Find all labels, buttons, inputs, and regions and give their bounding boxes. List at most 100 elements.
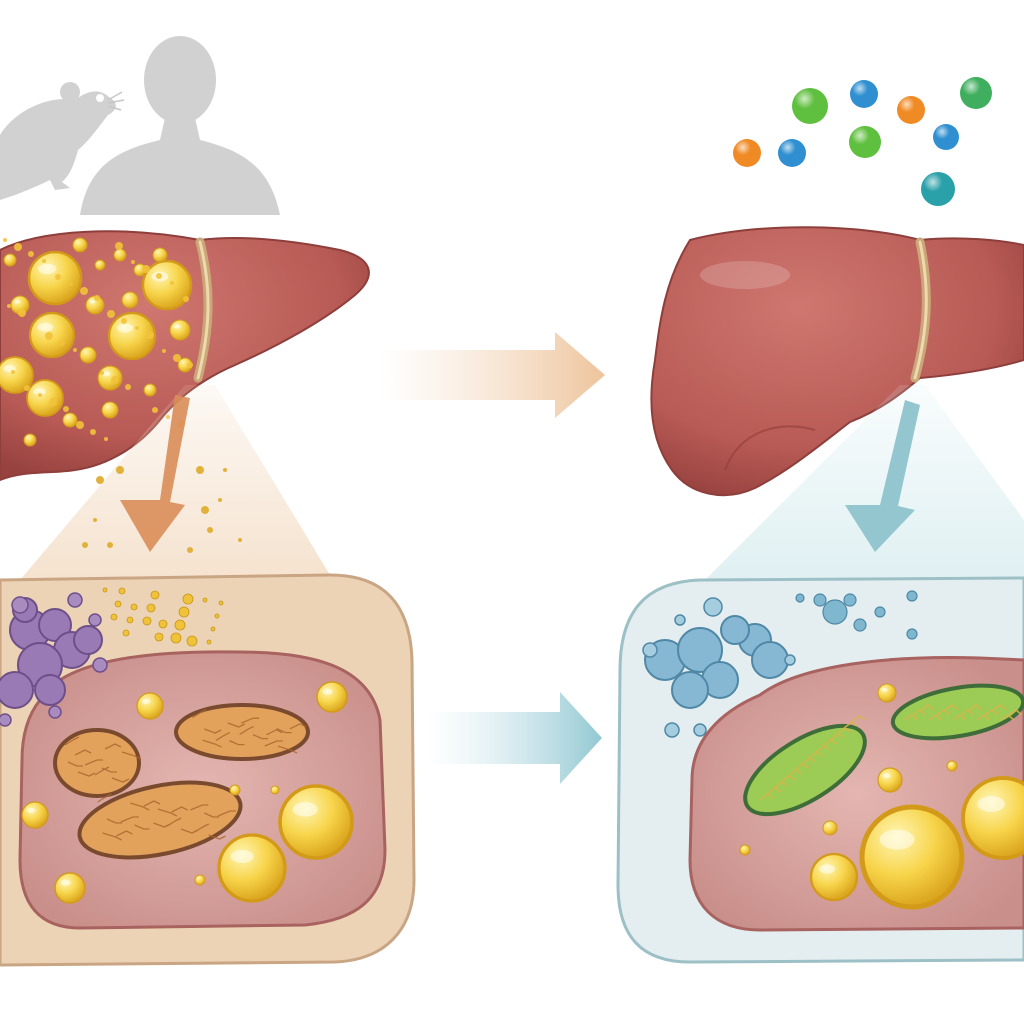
fat-speck (207, 527, 213, 533)
aggregate-blob (0, 671, 34, 709)
cristae-crack (192, 709, 207, 719)
fat-speck (45, 332, 53, 340)
fat-speck (130, 603, 138, 611)
lipid-droplets (21, 681, 354, 904)
cristae-crack (208, 834, 226, 840)
aggregate-blob (751, 641, 789, 679)
fat-highlight (102, 371, 111, 377)
fat-speck (182, 593, 194, 605)
healthy-mitochondria (743, 683, 1024, 817)
fat-speck (69, 282, 73, 286)
cristae-crack (111, 777, 130, 783)
cristae-crack (157, 808, 178, 817)
aggregate-bead (693, 723, 707, 737)
fat-droplet (27, 250, 83, 306)
fat-speck (146, 603, 156, 613)
aggregate-bead (874, 606, 886, 618)
molecule-shine (933, 124, 959, 150)
cristae-crack (64, 736, 80, 746)
fat-highlight (977, 796, 1005, 812)
fat-speck (94, 295, 100, 301)
cristae-line (936, 709, 951, 716)
fat-speck (76, 421, 84, 429)
cristae-crack (289, 723, 307, 730)
fat-speck (102, 587, 108, 593)
fat-particles (82, 466, 242, 553)
fat-droplet (23, 433, 37, 447)
fat-droplet (79, 346, 97, 364)
cristae-crack (252, 734, 268, 740)
lipid-droplets-right (739, 683, 1024, 910)
cristae-crack (67, 761, 83, 767)
fat-speck (170, 632, 182, 644)
aggregate-bead (853, 618, 867, 632)
therapeutic-molecules (733, 77, 992, 206)
steatotic-hepatocyte (0, 573, 416, 967)
fat-speck (158, 619, 168, 629)
cristae-crack (106, 818, 122, 824)
fat-highlight (89, 300, 96, 304)
fat-speck (121, 318, 127, 324)
fat-speck (202, 597, 208, 603)
cristae-crack (94, 766, 110, 776)
fat-speck (156, 273, 162, 279)
cristae-crack (266, 729, 283, 736)
fat-speck (63, 406, 69, 412)
fat-speck (210, 626, 216, 632)
fat-highlight (879, 829, 915, 850)
fat-droplet (270, 785, 280, 795)
fat-speck (125, 384, 131, 390)
fat-droplet (877, 767, 903, 793)
cristae-crack (276, 728, 292, 734)
fat-highlight (819, 864, 836, 874)
fat-droplet (278, 784, 354, 860)
cristae-line (968, 704, 983, 711)
fat-speck (42, 259, 46, 263)
mouse-icon (0, 82, 125, 200)
fat-speck (170, 281, 174, 285)
left-zoom-cone (20, 385, 330, 580)
fat-speck (135, 326, 139, 330)
aggregate-bead (906, 590, 918, 602)
fat-droplet (143, 383, 157, 397)
cristae-line (944, 704, 959, 711)
cristae-crack (121, 751, 142, 760)
fat-speck (107, 310, 115, 318)
fat-highlight (60, 879, 71, 886)
fat-speck (73, 348, 77, 352)
aggregate-blob (677, 627, 723, 673)
aggregate-bead (11, 596, 29, 614)
bottom-transition-arrow (425, 692, 602, 784)
fat-speck (218, 600, 224, 606)
fat-speck (118, 587, 126, 595)
aggregate-bead (843, 593, 857, 607)
fat-speck (90, 429, 96, 435)
cristae-crack (77, 771, 96, 777)
cristae-crack (239, 725, 254, 735)
fat-droplet (21, 801, 49, 829)
fat-speck (186, 635, 198, 647)
fat-speck (104, 437, 108, 441)
cristae-crack (74, 749, 92, 756)
molecule-shine (850, 80, 878, 108)
fat-speck (24, 385, 30, 391)
molecule-shine (792, 88, 828, 124)
aggregate-bead (67, 592, 83, 608)
fat-speck (82, 542, 88, 548)
fat-speck (162, 349, 166, 353)
fat-droplet (3, 253, 17, 267)
fat-speck (178, 606, 190, 618)
fat-speck (80, 287, 88, 295)
fat-droplet (946, 760, 958, 772)
liver-fat-droplets (0, 237, 193, 447)
cristae-line (912, 709, 927, 716)
fat-speck (111, 376, 119, 384)
fat-speck (28, 251, 34, 257)
fat-highlight (881, 688, 888, 692)
fat-speck (96, 476, 104, 484)
fat-speck (238, 538, 242, 542)
fat-droplet (961, 776, 1024, 860)
fat-droplet (229, 784, 241, 796)
cristae-crack (97, 793, 112, 803)
